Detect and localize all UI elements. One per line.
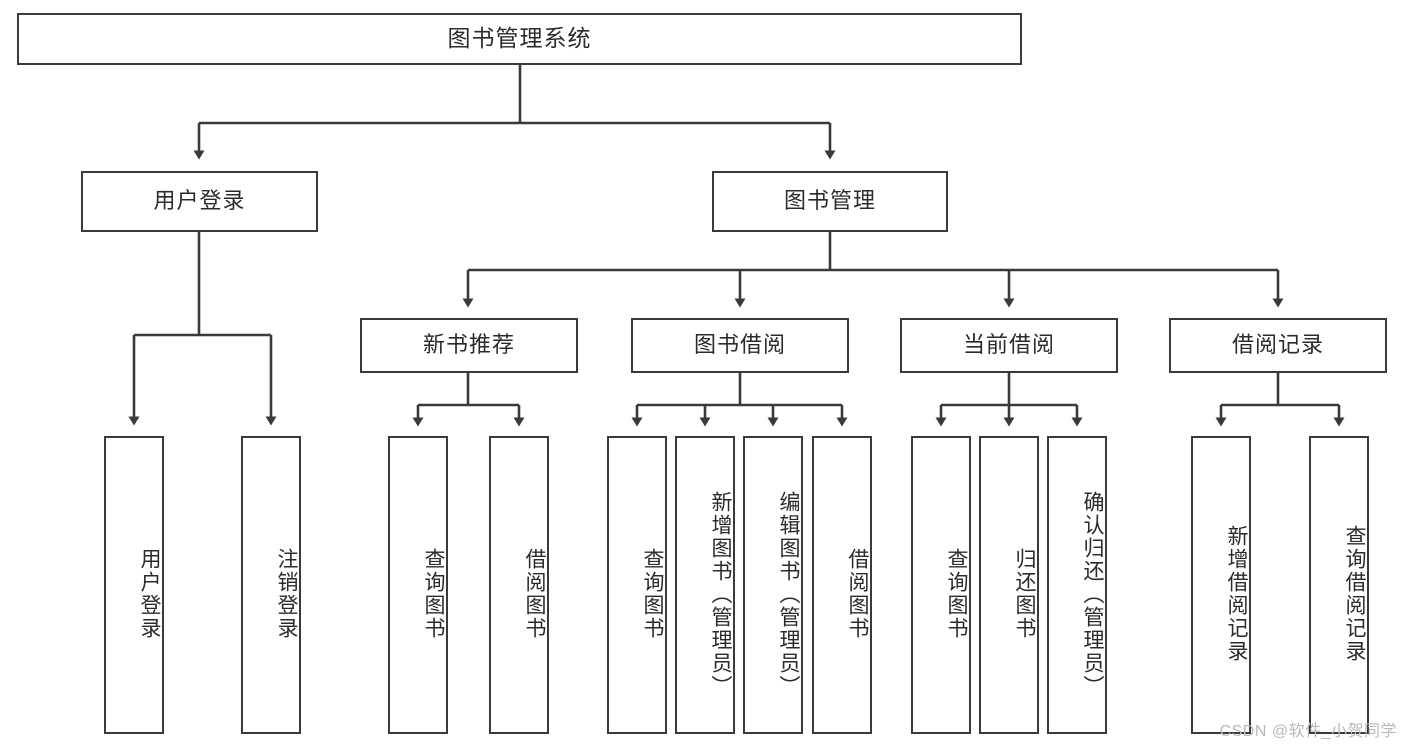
node-root[interactable]: 图书管理系统 bbox=[17, 13, 1022, 65]
node-book-management[interactable]: 图书管理 bbox=[712, 171, 948, 232]
leaf-label: 查询图书 bbox=[641, 548, 664, 640]
node-book-borrow-label: 图书借阅 bbox=[693, 332, 786, 358]
leaf-label: 归还图书 bbox=[1013, 548, 1036, 640]
leaf-user-login-logout[interactable]: 注销登录 bbox=[241, 436, 301, 734]
node-new-book-recommend-label: 新书推荐 bbox=[422, 332, 515, 358]
leaf-book-borrow-borrow[interactable]: 借阅图书 bbox=[812, 436, 872, 734]
leaf-label: 确认归还（管理员） bbox=[1081, 490, 1104, 698]
leaf-label: 查询借阅记录 bbox=[1343, 525, 1366, 663]
leaf-current-borrow-confirm-return[interactable]: 确认归还（管理员） bbox=[1047, 436, 1107, 734]
leaf-book-borrow-query[interactable]: 查询图书 bbox=[607, 436, 667, 734]
node-new-book-recommend[interactable]: 新书推荐 bbox=[360, 318, 578, 373]
leaf-current-borrow-return[interactable]: 归还图书 bbox=[979, 436, 1039, 734]
node-root-label: 图书管理系统 bbox=[447, 25, 592, 52]
node-borrow-record-label: 借阅记录 bbox=[1231, 332, 1324, 358]
node-book-management-label: 图书管理 bbox=[783, 188, 876, 214]
leaf-borrow-record-add[interactable]: 新增借阅记录 bbox=[1191, 436, 1251, 734]
leaf-user-login-login[interactable]: 用户登录 bbox=[104, 436, 164, 734]
leaf-label: 新增图书（管理员） bbox=[709, 490, 732, 698]
leaf-new-book-borrow[interactable]: 借阅图书 bbox=[489, 436, 549, 734]
leaf-new-book-query[interactable]: 查询图书 bbox=[388, 436, 448, 734]
leaf-label: 借阅图书 bbox=[846, 548, 869, 640]
leaf-book-borrow-add[interactable]: 新增图书（管理员） bbox=[675, 436, 735, 734]
leaf-label: 借阅图书 bbox=[523, 548, 546, 640]
node-borrow-record[interactable]: 借阅记录 bbox=[1169, 318, 1387, 373]
node-book-borrow[interactable]: 图书借阅 bbox=[631, 318, 849, 373]
leaf-current-borrow-query[interactable]: 查询图书 bbox=[911, 436, 971, 734]
node-current-borrow[interactable]: 当前借阅 bbox=[900, 318, 1118, 373]
node-current-borrow-label: 当前借阅 bbox=[962, 332, 1055, 358]
leaf-label: 注销登录 bbox=[275, 548, 298, 640]
leaf-label: 查询图书 bbox=[422, 548, 445, 640]
csdn-watermark: CSDN @软件_小贺同学 bbox=[1219, 723, 1397, 740]
leaf-label: 用户登录 bbox=[138, 548, 161, 640]
node-user-login[interactable]: 用户登录 bbox=[81, 171, 318, 232]
leaf-label: 编辑图书（管理员） bbox=[777, 490, 800, 698]
leaf-label: 新增借阅记录 bbox=[1225, 525, 1248, 663]
leaf-book-borrow-edit[interactable]: 编辑图书（管理员） bbox=[743, 436, 803, 734]
leaf-label: 查询图书 bbox=[945, 548, 968, 640]
node-user-login-label: 用户登录 bbox=[153, 188, 246, 214]
leaf-borrow-record-query[interactable]: 查询借阅记录 bbox=[1309, 436, 1369, 734]
